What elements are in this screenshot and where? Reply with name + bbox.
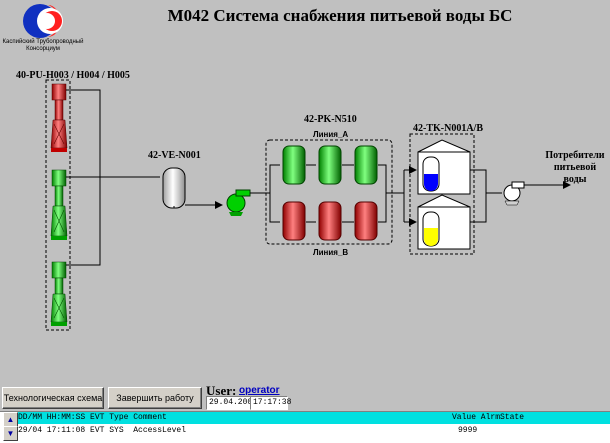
vessel-label: 42-VE-N001 <box>148 150 201 161</box>
vessel-ve-n001[interactable] <box>162 167 186 209</box>
line-a-label: Линия_А <box>313 130 349 139</box>
pipe-filters-to-tanks <box>392 166 417 226</box>
centrifugal-pump-icon[interactable] <box>226 189 251 216</box>
line-b-label: Линия_В <box>313 248 349 257</box>
pump-h005[interactable] <box>50 261 68 326</box>
arrow-down-icon[interactable]: ▼ <box>3 426 18 441</box>
pump-h003[interactable] <box>50 83 68 152</box>
company-name: Каспийский Трубопроводный Консорциум <box>2 39 84 52</box>
tanks-label: 42-TK-N001A/B <box>413 123 483 134</box>
pump-discharge-pipes <box>66 89 160 266</box>
consumer-pump[interactable] <box>503 181 525 206</box>
filters-frame <box>265 139 393 245</box>
filter-pipes <box>266 164 392 223</box>
alarm-header: DD/MM HH:MM:SS EVT Type Comment Value Alr… <box>18 412 610 424</box>
tech-scheme-button[interactable]: Технологическая схема <box>2 387 104 409</box>
pumps-label: 40-PU-H003 / H004 / H005 <box>16 70 130 81</box>
alarm-header-columns: DD/MM HH:MM:SS EVT Type Comment <box>18 413 167 422</box>
user-label: User: <box>206 383 237 398</box>
tanks-frame <box>409 133 475 255</box>
user-name[interactable]: operator <box>239 385 280 396</box>
filters-label: 42-PK-N510 <box>304 114 357 125</box>
pump-h004[interactable] <box>50 169 68 240</box>
consumers-label: Потребители питьевой воды <box>545 150 605 185</box>
pipe-tanks-out <box>470 169 502 223</box>
pumps-frame <box>45 79 71 331</box>
alarm-row[interactable]: 29/04 17:11:08 EVT SYS AccessLevel 9999 <box>18 425 610 437</box>
alarm-row-value: 9999 <box>458 426 478 435</box>
tank-n001b[interactable] <box>417 194 471 250</box>
ktk-logo-icon <box>23 4 63 38</box>
alarm-row-text: 29/04 17:11:08 EVT SYS AccessLevel <box>18 426 187 435</box>
page-title: M042 Система снабжения питьевой воды БС <box>167 6 513 25</box>
tank-n001a[interactable] <box>417 139 471 195</box>
date-field: 29.04.2009 <box>206 396 257 410</box>
process-diagram <box>23 4 571 331</box>
alarm-header-value: Value AlrmState <box>452 413 525 422</box>
filter-line-b[interactable] <box>282 201 378 241</box>
filter-line-a[interactable] <box>282 145 378 185</box>
time-field: 17:17:38 <box>250 396 291 410</box>
arrow-up-icon[interactable]: ▲ <box>3 412 18 427</box>
finish-work-button[interactable]: Завершить работу <box>108 387 202 409</box>
